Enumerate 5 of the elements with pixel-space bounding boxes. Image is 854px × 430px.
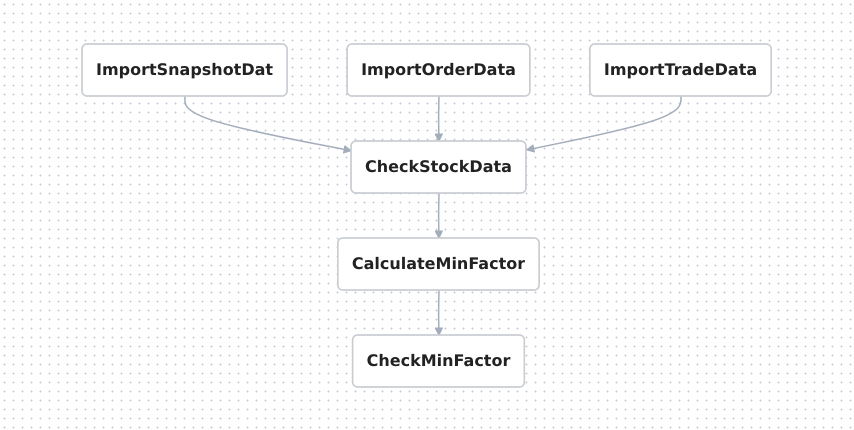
arrow: [184, 96, 352, 154]
arrow: [434, 290, 444, 336]
arrow: [434, 96, 444, 142]
arrow: [434, 192, 444, 238]
arrow: [526, 96, 682, 152]
